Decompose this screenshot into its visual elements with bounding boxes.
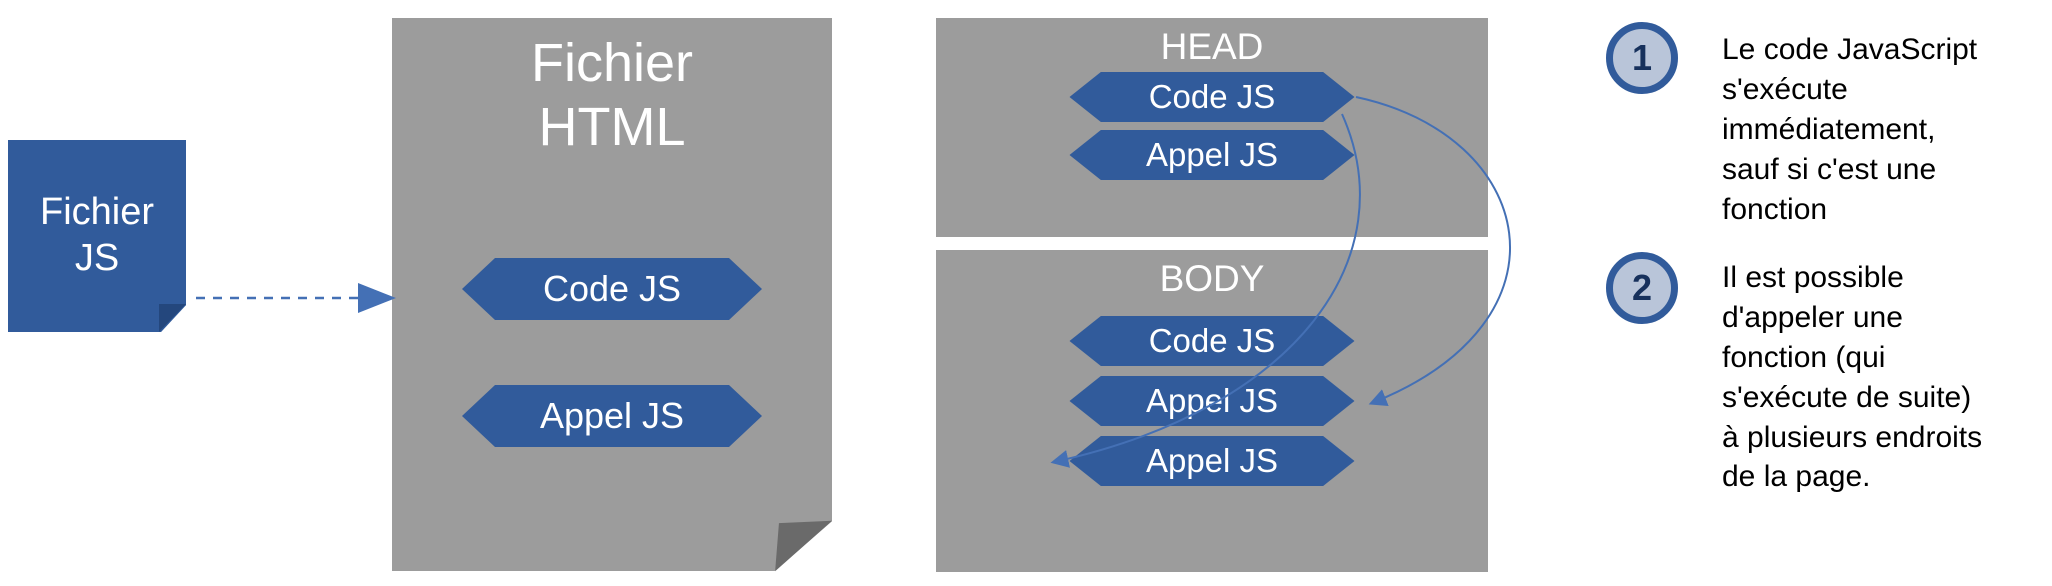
hexagon-code-js: Code JS <box>462 258 762 320</box>
html-file-box: Fichier HTML Code JS Appel JS <box>392 18 832 571</box>
html-file-title: Fichier HTML <box>530 33 694 157</box>
hexagon-appel-js: Appel JS <box>462 385 762 447</box>
hexagon-code-js: Code JS <box>1069 316 1355 366</box>
head-section-box: HEAD Code JS Appel JS <box>936 18 1488 237</box>
note-1-number: 1 <box>1631 37 1653 78</box>
note-1-number-badge: 1 <box>1606 22 1678 94</box>
head-section-title: HEAD <box>1160 26 1264 67</box>
hexagon-appel-js: Appel JS <box>1069 130 1355 180</box>
note-2-text: Il est possible d'appeler une fonction (… <box>1722 261 1983 494</box>
note-1-text: Le code JavaScript s'exécute immédiateme… <box>1722 33 1978 226</box>
hexagon-appel-js: Appel JS <box>1069 376 1355 426</box>
body-section-box: BODY Code JS Appel JS Appel JS <box>936 250 1488 572</box>
dashed-import-arrowhead-icon <box>358 283 396 313</box>
hexagon-code-js: Code JS <box>1069 72 1355 122</box>
body-section-title: BODY <box>1159 258 1265 299</box>
hexagon-appel-js: Appel JS <box>1069 436 1355 486</box>
note-2-number-badge: 2 <box>1606 252 1678 324</box>
js-file-shape: Fichier JS <box>8 140 186 332</box>
note-2-number: 2 <box>1631 267 1653 308</box>
html-file-fold-corner <box>775 520 833 572</box>
js-file-label: Fichier JS <box>39 191 155 279</box>
